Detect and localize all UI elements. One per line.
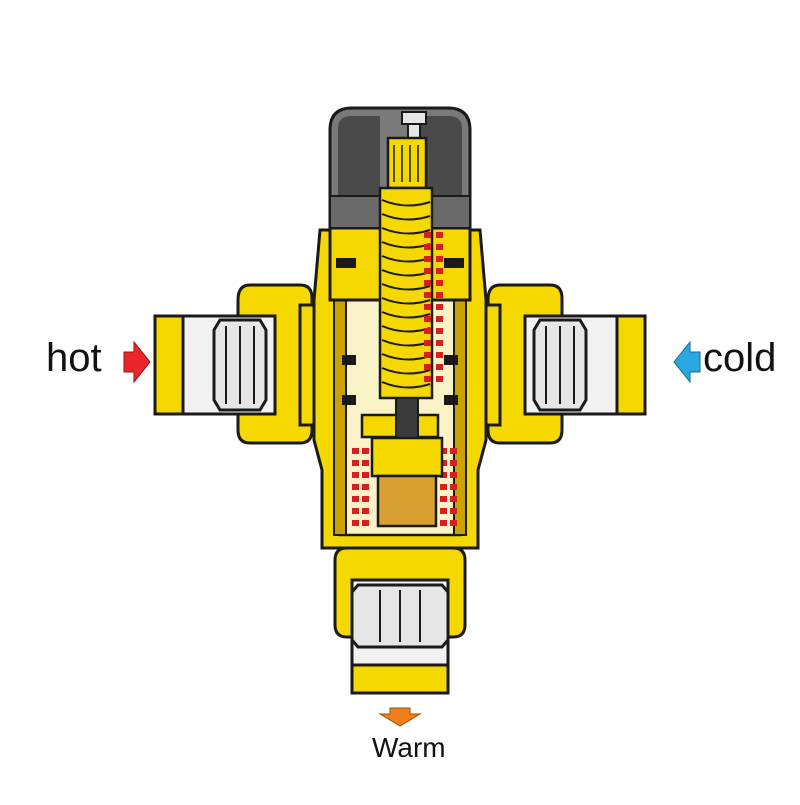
lower-spring-coil bbox=[440, 520, 447, 526]
upper-spring-coil bbox=[436, 232, 443, 238]
upper-spring-coil bbox=[424, 232, 431, 238]
lower-spring-coil bbox=[362, 520, 369, 526]
warm-outlet-label: Warm bbox=[372, 732, 446, 763]
lower-spring-coil bbox=[440, 484, 447, 490]
upper-spring-coil bbox=[424, 352, 431, 358]
lower-spring-coil bbox=[352, 460, 359, 466]
lower-spring-coil bbox=[440, 508, 447, 514]
upper-spring-coil bbox=[436, 352, 443, 358]
lower-spring-coil bbox=[440, 448, 447, 454]
lower-spring-coil bbox=[440, 460, 447, 466]
spindle-thread bbox=[381, 367, 431, 375]
lower-spring-coil bbox=[362, 496, 369, 502]
upper-spring-coil bbox=[436, 244, 443, 250]
upper-spring-coil bbox=[436, 364, 443, 370]
upper-spring-coil bbox=[424, 316, 431, 322]
spindle-thread bbox=[381, 283, 431, 291]
cold-inlet-fitting bbox=[462, 283, 647, 445]
spindle-assembly bbox=[378, 136, 434, 400]
springs bbox=[352, 232, 457, 526]
hot-arrow-icon bbox=[123, 340, 151, 384]
spindle-thread bbox=[381, 227, 431, 235]
lower-spring-coil bbox=[362, 460, 369, 466]
upper-spring-coil bbox=[436, 292, 443, 298]
upper-spring-coil bbox=[424, 376, 431, 382]
cold-inlet-thread bbox=[615, 314, 647, 416]
upper-spring-coil bbox=[424, 280, 431, 286]
lower-spring-coil bbox=[362, 472, 369, 478]
lower-spring-coil bbox=[450, 520, 457, 526]
spindle-thread bbox=[381, 297, 431, 305]
warm-outlet-thread bbox=[350, 663, 450, 695]
upper-spring-coil bbox=[424, 328, 431, 334]
lower-spring-coil bbox=[352, 484, 359, 490]
cold-inlet-label: cold bbox=[703, 336, 777, 380]
lower-spring-coil bbox=[352, 448, 359, 454]
thermostatic-element bbox=[370, 397, 444, 528]
upper-spring-coil bbox=[424, 256, 431, 262]
upper-spring-coil bbox=[436, 376, 443, 382]
element-body bbox=[376, 474, 438, 528]
lower-spring-coil bbox=[352, 520, 359, 526]
upper-spring-coil bbox=[424, 340, 431, 346]
warm-arrow-icon bbox=[378, 707, 422, 727]
lower-spring-coil bbox=[352, 472, 359, 478]
upper-spring-coil bbox=[436, 340, 443, 346]
upper-spring-coil bbox=[436, 328, 443, 334]
upper-spring-coil bbox=[424, 244, 431, 250]
lower-spring-coil bbox=[450, 448, 457, 454]
upper-spring-coil bbox=[424, 364, 431, 370]
upper-spring-coil bbox=[424, 292, 431, 298]
upper-spring-coil bbox=[436, 316, 443, 322]
hot-inlet-thread bbox=[153, 314, 185, 416]
upper-spring-coil bbox=[436, 304, 443, 310]
lower-spring-coil bbox=[362, 508, 369, 514]
lower-spring-coil bbox=[440, 496, 447, 502]
hot-inlet-fitting bbox=[153, 283, 338, 445]
lower-spring-coil bbox=[450, 472, 457, 478]
cold-arrow-icon bbox=[673, 340, 701, 384]
spindle-thread bbox=[381, 199, 431, 207]
element-stem bbox=[395, 397, 419, 439]
element-piston bbox=[370, 436, 444, 478]
upper-spring-coil bbox=[424, 268, 431, 274]
lower-spring-coil bbox=[450, 508, 457, 514]
upper-spring-coil bbox=[436, 256, 443, 262]
spindle-thread bbox=[381, 311, 431, 319]
lower-spring-coil bbox=[352, 496, 359, 502]
lower-spring-coil bbox=[450, 496, 457, 502]
lower-spring-coil bbox=[352, 508, 359, 514]
hot-inlet-label: hot bbox=[46, 336, 102, 380]
upper-spring-coil bbox=[424, 304, 431, 310]
warm-outlet-fitting bbox=[333, 546, 467, 695]
lower-spring-coil bbox=[440, 472, 447, 478]
spindle-thread bbox=[381, 381, 431, 389]
lower-spring-coil bbox=[450, 484, 457, 490]
lower-spring-coil bbox=[362, 484, 369, 490]
upper-spring-coil bbox=[436, 268, 443, 274]
lower-spring-coil bbox=[450, 460, 457, 466]
upper-spring-coil bbox=[436, 280, 443, 286]
knob-screw bbox=[401, 111, 427, 125]
spindle-thread bbox=[381, 213, 431, 221]
lower-spring-coil bbox=[362, 448, 369, 454]
